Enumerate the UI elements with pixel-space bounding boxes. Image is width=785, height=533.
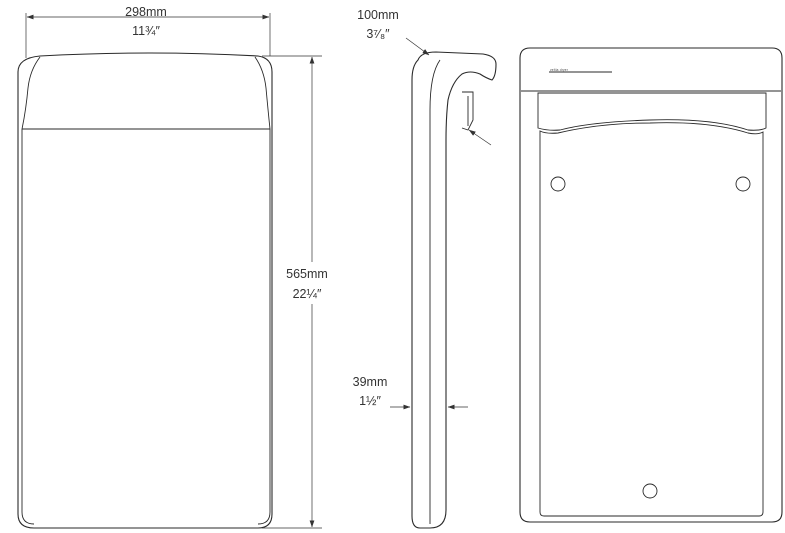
wall-thickness-dimension: 39mm 1½″ [353,375,468,410]
depth-mm-label: 100mm [357,8,399,22]
width-in-label: 11¾″ [132,24,160,38]
back-view-body [519,47,783,523]
depth-in-label: 3⁷⁄₈″ [366,27,390,41]
width-dimension: 298mm 11¾″ [25,5,271,58]
front-view [17,52,273,529]
back-view-hook-bracket [537,92,767,131]
side-view-nozzle [461,91,474,131]
front-view-body [17,52,273,529]
width-mm-label: 298mm [125,5,167,19]
front-view-left-side-line [21,129,35,525]
height-mm-label: 565mm [286,267,328,281]
mounting-hole-top-left [550,176,566,192]
front-view-left-edge-curve [21,56,41,130]
wall-in-label: 1½″ [359,394,381,408]
front-view-right-side-line [257,129,271,525]
height-dimension: 565mm 22¼″ [262,55,336,529]
height-in-label: 22¼″ [293,287,322,301]
back-view: veltia dryer [519,47,783,523]
side-view [411,51,497,529]
front-view-right-edge-curve [254,56,271,130]
side-view-inner-front-line [429,59,441,524]
mounting-hole-top-right [735,176,751,192]
brand-text: veltia dryer [550,68,569,72]
wall-mm-label: 39mm [353,375,388,389]
back-view-mounting-plate [539,122,764,517]
side-view-body [411,51,497,529]
depth-dimension: 100mm 3⁷⁄₈″ [357,8,492,146]
mounting-hole-bottom [642,483,658,499]
